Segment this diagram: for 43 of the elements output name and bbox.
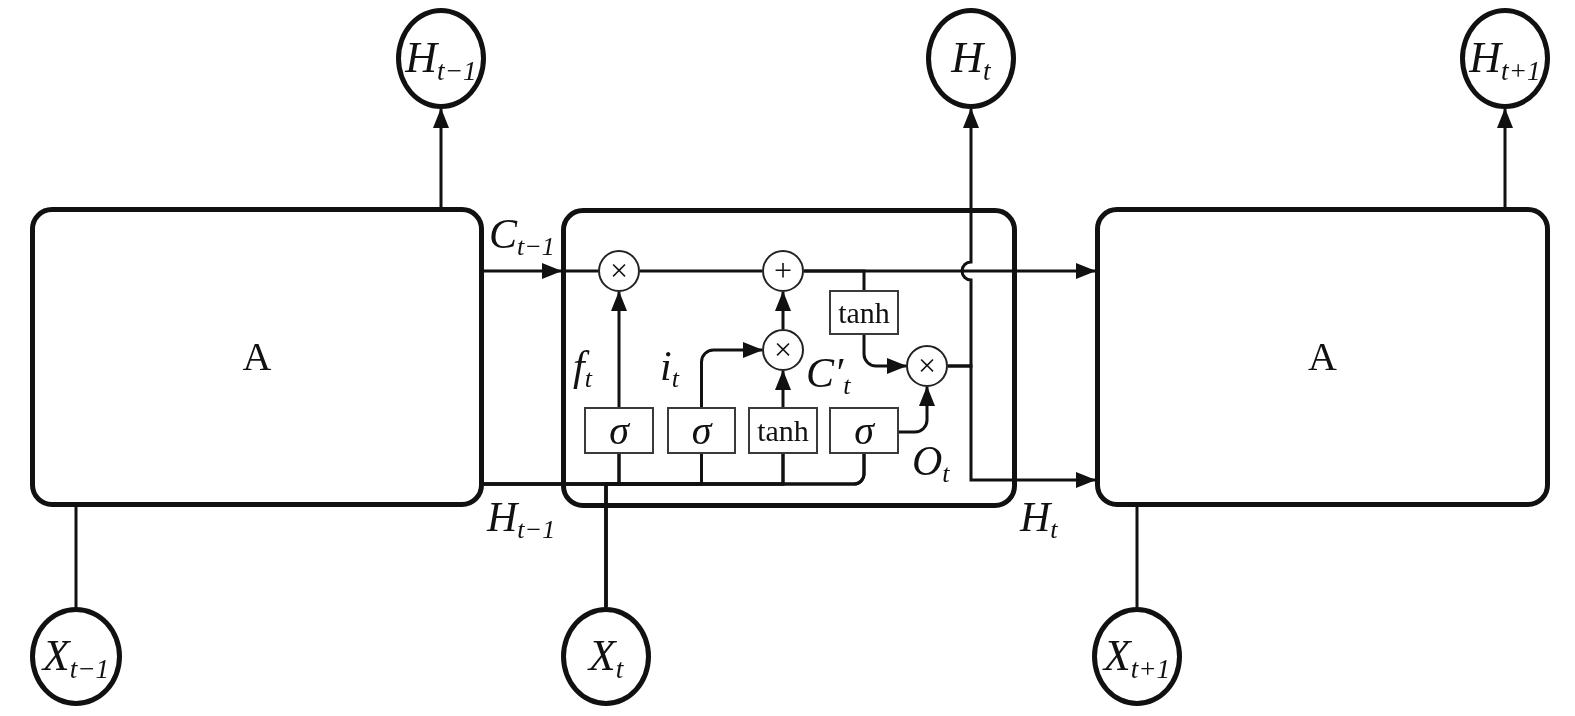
tanh-box [748,407,818,454]
gate-label: tanh [838,296,890,329]
operator-sign: × [917,349,936,383]
arrow [862,335,907,374]
state-label: H$_{t}$ [951,35,991,82]
connector-line [604,454,866,607]
operator-sign: + [773,254,792,288]
arrow [484,263,562,279]
arrow [948,364,1096,488]
add-node [762,250,804,292]
cell-box [30,207,484,507]
gate-label: tanh [757,414,809,447]
multiply-node [598,250,640,292]
state-label: H$_{t+1}$ [1469,35,1541,82]
arrow [700,342,763,407]
multiply-node [906,345,948,387]
state-label: X$_{t−1}$ [42,633,110,680]
arrow [775,370,791,407]
sigmoid-box [584,407,654,454]
gate-label: σ [609,409,629,452]
multiply-node [762,329,804,371]
arrow [611,291,627,407]
operator-sign: × [773,333,792,367]
cell-label: A [1308,336,1337,378]
connector-line [74,507,78,607]
state-label: X$_{t+1}$ [1103,633,1171,680]
arrow [899,386,935,434]
connector-line [1135,507,1139,607]
arrow [775,291,791,329]
state-label: H$_{t−1}$ [405,35,477,82]
sigmoid-box [829,407,899,454]
state-label: X$_{t}$ [588,633,624,680]
gate-label: σ [854,409,874,452]
cell-box [1095,207,1550,507]
tanh-box [829,290,899,335]
arrow [433,108,449,207]
connector-line [804,269,866,290]
arrow [1497,108,1513,207]
cell-label: A [242,336,272,378]
gate-label: σ [691,409,712,452]
connector-line [640,269,762,273]
operator-sign: × [609,254,628,288]
sigmoid-box [667,407,736,454]
